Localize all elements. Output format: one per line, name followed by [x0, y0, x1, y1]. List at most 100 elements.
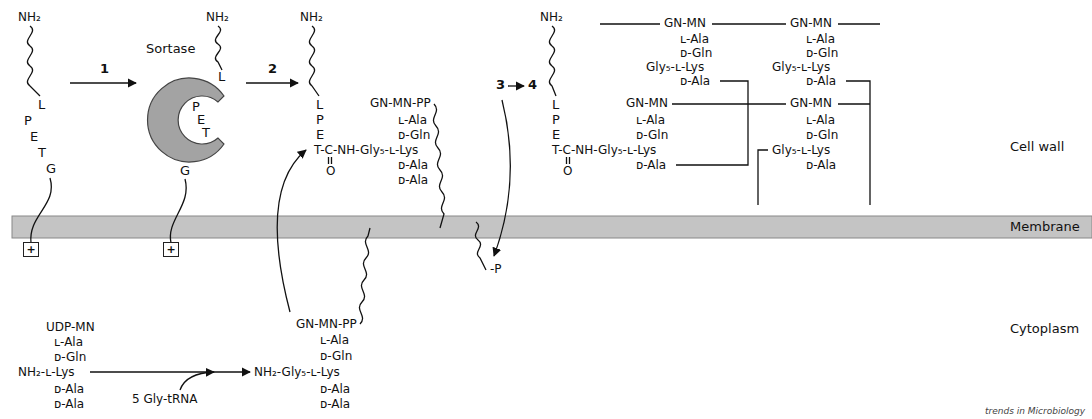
chemical-label: ʟ-Ala	[636, 113, 665, 127]
residue-letter: G	[46, 162, 56, 176]
protein-chain	[309, 26, 319, 96]
chemical-label: NH₂-Gly₅-ʟ-Lys	[254, 365, 340, 379]
chemical-label: ᴅ-Gln	[54, 350, 86, 364]
cross-link	[846, 81, 870, 205]
chemical-label: GN-MN	[790, 16, 832, 30]
chemical-label: O	[326, 164, 335, 178]
transfer-arrow	[277, 150, 306, 312]
chemical-label: NH₂	[206, 10, 229, 24]
chemical-label: T-C-NH-Gly₅-ʟ-Lys	[314, 143, 418, 157]
chemical-label: Gly₅-ʟ-Lys	[772, 143, 830, 157]
branch-arrow	[180, 372, 214, 390]
chemical-label: ᴅ-Ala	[54, 382, 84, 396]
chemical-label: ᴅ-Ala	[320, 382, 350, 396]
lipid-tail	[433, 104, 444, 228]
chemical-label: GN-MN	[790, 96, 832, 110]
region-label: Sortase	[146, 42, 195, 56]
chemical-label: NH₂	[18, 10, 41, 24]
chemical-label: ᴅ-Ala	[398, 158, 428, 172]
anchor-line	[31, 178, 52, 243]
protein-chain	[549, 26, 556, 96]
chemical-label: ᴅ-Gln	[806, 46, 838, 60]
chemical-label: O	[563, 164, 572, 178]
residue-letter: E	[197, 113, 205, 127]
residue-letter: E	[552, 128, 560, 142]
charge-sign: +	[166, 244, 175, 255]
chemical-label: ᴅ-Ala	[54, 397, 84, 411]
sortase-enzyme	[148, 78, 224, 162]
chemical-label: ʟ-Ala	[680, 32, 709, 46]
chemical-label: ᴅ-Gln	[806, 128, 838, 142]
chemical-label: ᴅ-Ala	[806, 158, 836, 172]
charge-box: +	[163, 242, 179, 257]
chemical-label: Gly₅-ʟ-Lys	[772, 60, 830, 74]
chemical-label: GN-MN-PP	[370, 96, 431, 110]
step-number: 3	[496, 78, 505, 92]
chemical-label: NH₂	[300, 10, 323, 24]
protein-chain	[27, 26, 40, 96]
chemical-label: GN-MN-PP	[296, 317, 357, 331]
chemical-label: ʟ-Ala	[806, 113, 835, 127]
chemical-label: ᴅ-Ala	[806, 74, 836, 88]
chemical-label: Gly₅-ʟ-Lys	[646, 60, 704, 74]
lipid-tail	[475, 222, 486, 270]
chemical-label: ᴅ-Gln	[680, 46, 712, 60]
step-number: 2	[268, 62, 277, 76]
residue-letter: L	[38, 98, 45, 112]
glycan-strand	[600, 23, 880, 24]
reaction-arrow	[246, 82, 298, 83]
region-label: Membrane	[1010, 220, 1080, 234]
chemical-label: ʟ-Ala	[806, 32, 835, 46]
chemical-label: T-C-NH-Gly₅-ʟ-Lys	[552, 143, 656, 157]
lipid-tail	[359, 228, 370, 324]
chemical-label: ᴅ-Ala	[636, 158, 666, 172]
residue-letter: P	[192, 100, 200, 114]
double-bond	[567, 157, 570, 164]
protein-chain	[215, 26, 222, 70]
residue-letter: L	[218, 70, 225, 84]
reaction-arrow	[508, 85, 524, 86]
chemical-label: ᴅ-Gln	[398, 128, 430, 142]
chemical-label: ʟ-Ala	[320, 333, 349, 347]
membrane-band	[12, 216, 1092, 238]
residue-letter: G	[180, 164, 190, 178]
chemical-label: GN-MN	[664, 16, 706, 30]
region-label: Cytoplasm	[1010, 322, 1079, 336]
step-number: 1	[100, 62, 109, 76]
anchor-line	[170, 179, 186, 243]
residue-letter: E	[30, 130, 38, 144]
residue-letter: E	[316, 128, 324, 142]
chemical-label: ᴅ-Ala	[398, 173, 428, 187]
double-bond	[329, 157, 332, 164]
cross-link	[758, 150, 768, 205]
chemical-label: -P	[490, 262, 502, 276]
chemical-label: GN-MN	[626, 96, 668, 110]
chemical-label: ʟ-Ala	[54, 335, 83, 349]
charge-box: +	[23, 242, 39, 257]
synthesis-arrow	[90, 371, 250, 372]
residue-letter: T	[202, 126, 210, 140]
chemical-label: NH₂-ʟ-Lys	[18, 365, 75, 379]
chemical-label: ᴅ-Gln	[636, 128, 668, 142]
watermark: trends in Microbiology	[985, 404, 1085, 418]
charge-sign: +	[26, 244, 35, 255]
region-label: Cell wall	[1010, 140, 1064, 154]
cross-link	[676, 81, 748, 165]
residue-letter: P	[24, 114, 32, 128]
chemical-label: ᴅ-Gln	[320, 349, 352, 363]
chemical-label: ᴅ-Ala	[680, 74, 710, 88]
glycan-strand	[672, 103, 870, 104]
residue-letter: P	[316, 113, 324, 127]
chemical-label: 5 Gly-tRNA	[132, 392, 198, 406]
chemical-label: ᴅ-Ala	[320, 397, 350, 411]
residue-letter: P	[552, 113, 560, 127]
residue-letter: L	[552, 98, 559, 112]
chemical-label: NH₂	[540, 10, 563, 24]
residue-letter: T	[38, 146, 46, 160]
release-arrow	[494, 100, 510, 256]
reaction-arrow	[70, 82, 136, 83]
step-number: 4	[528, 78, 537, 92]
chemical-label: UDP-MN	[46, 320, 95, 334]
residue-letter: L	[316, 98, 323, 112]
